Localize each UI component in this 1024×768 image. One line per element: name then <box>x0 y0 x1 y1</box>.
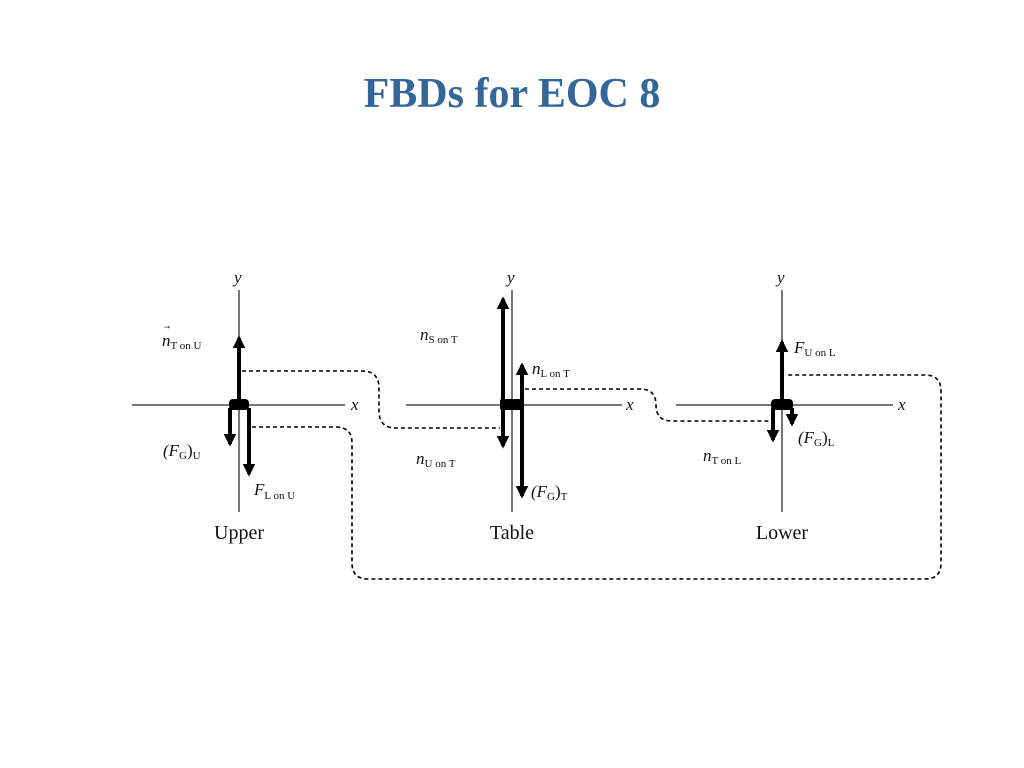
fbd-table: y x nS on T nL on T nU on T (FG)T Table <box>406 268 634 544</box>
lower-caption: Lower <box>756 522 809 544</box>
fbd-lower: y x FU on L nT on L (FG)L Lower <box>676 268 906 544</box>
lower-fg-l-label: (FG)L <box>798 428 835 449</box>
upper-n-t-on-u-label: ⃗nT on U <box>162 325 202 352</box>
upper-caption: Upper <box>214 522 264 544</box>
lower-y-axis-label: y <box>775 268 785 287</box>
fbd-upper: y x ⃗nT on U (FG)U FL on U Upper <box>132 268 359 544</box>
lower-particle <box>771 399 793 410</box>
table-fg-t-label: (FG)T <box>531 482 568 503</box>
upper-particle <box>229 399 249 410</box>
lower-n-t-on-l-label: nT on L <box>703 446 742 467</box>
table-n-s-on-t-label: nS on T <box>420 325 458 346</box>
pair-n-l-on-t-n-t-on-l <box>525 388 770 422</box>
table-x-axis-label: x <box>625 395 634 414</box>
lower-f-u-on-l-label: FU on L <box>793 338 836 359</box>
table-n-l-on-t-label: nL on T <box>532 359 570 380</box>
pair-n-t-on-u-n-u-on-t <box>242 370 500 429</box>
upper-f-l-on-u-label: FL on U <box>253 480 295 502</box>
upper-x-axis-label: x <box>350 395 359 414</box>
lower-x-axis-label: x <box>897 395 906 414</box>
table-n-u-on-t-label: nU on T <box>416 449 456 470</box>
upper-fg-u-label: (FG)U <box>163 441 201 462</box>
slide-title: FBDs for EOC 8 <box>363 71 661 117</box>
upper-y-axis-label: y <box>232 268 242 287</box>
pair-f-l-on-u-f-u-on-l <box>252 374 942 580</box>
table-y-axis-label: y <box>505 268 515 287</box>
table-caption: Table <box>490 522 534 544</box>
table-particle <box>500 399 524 410</box>
